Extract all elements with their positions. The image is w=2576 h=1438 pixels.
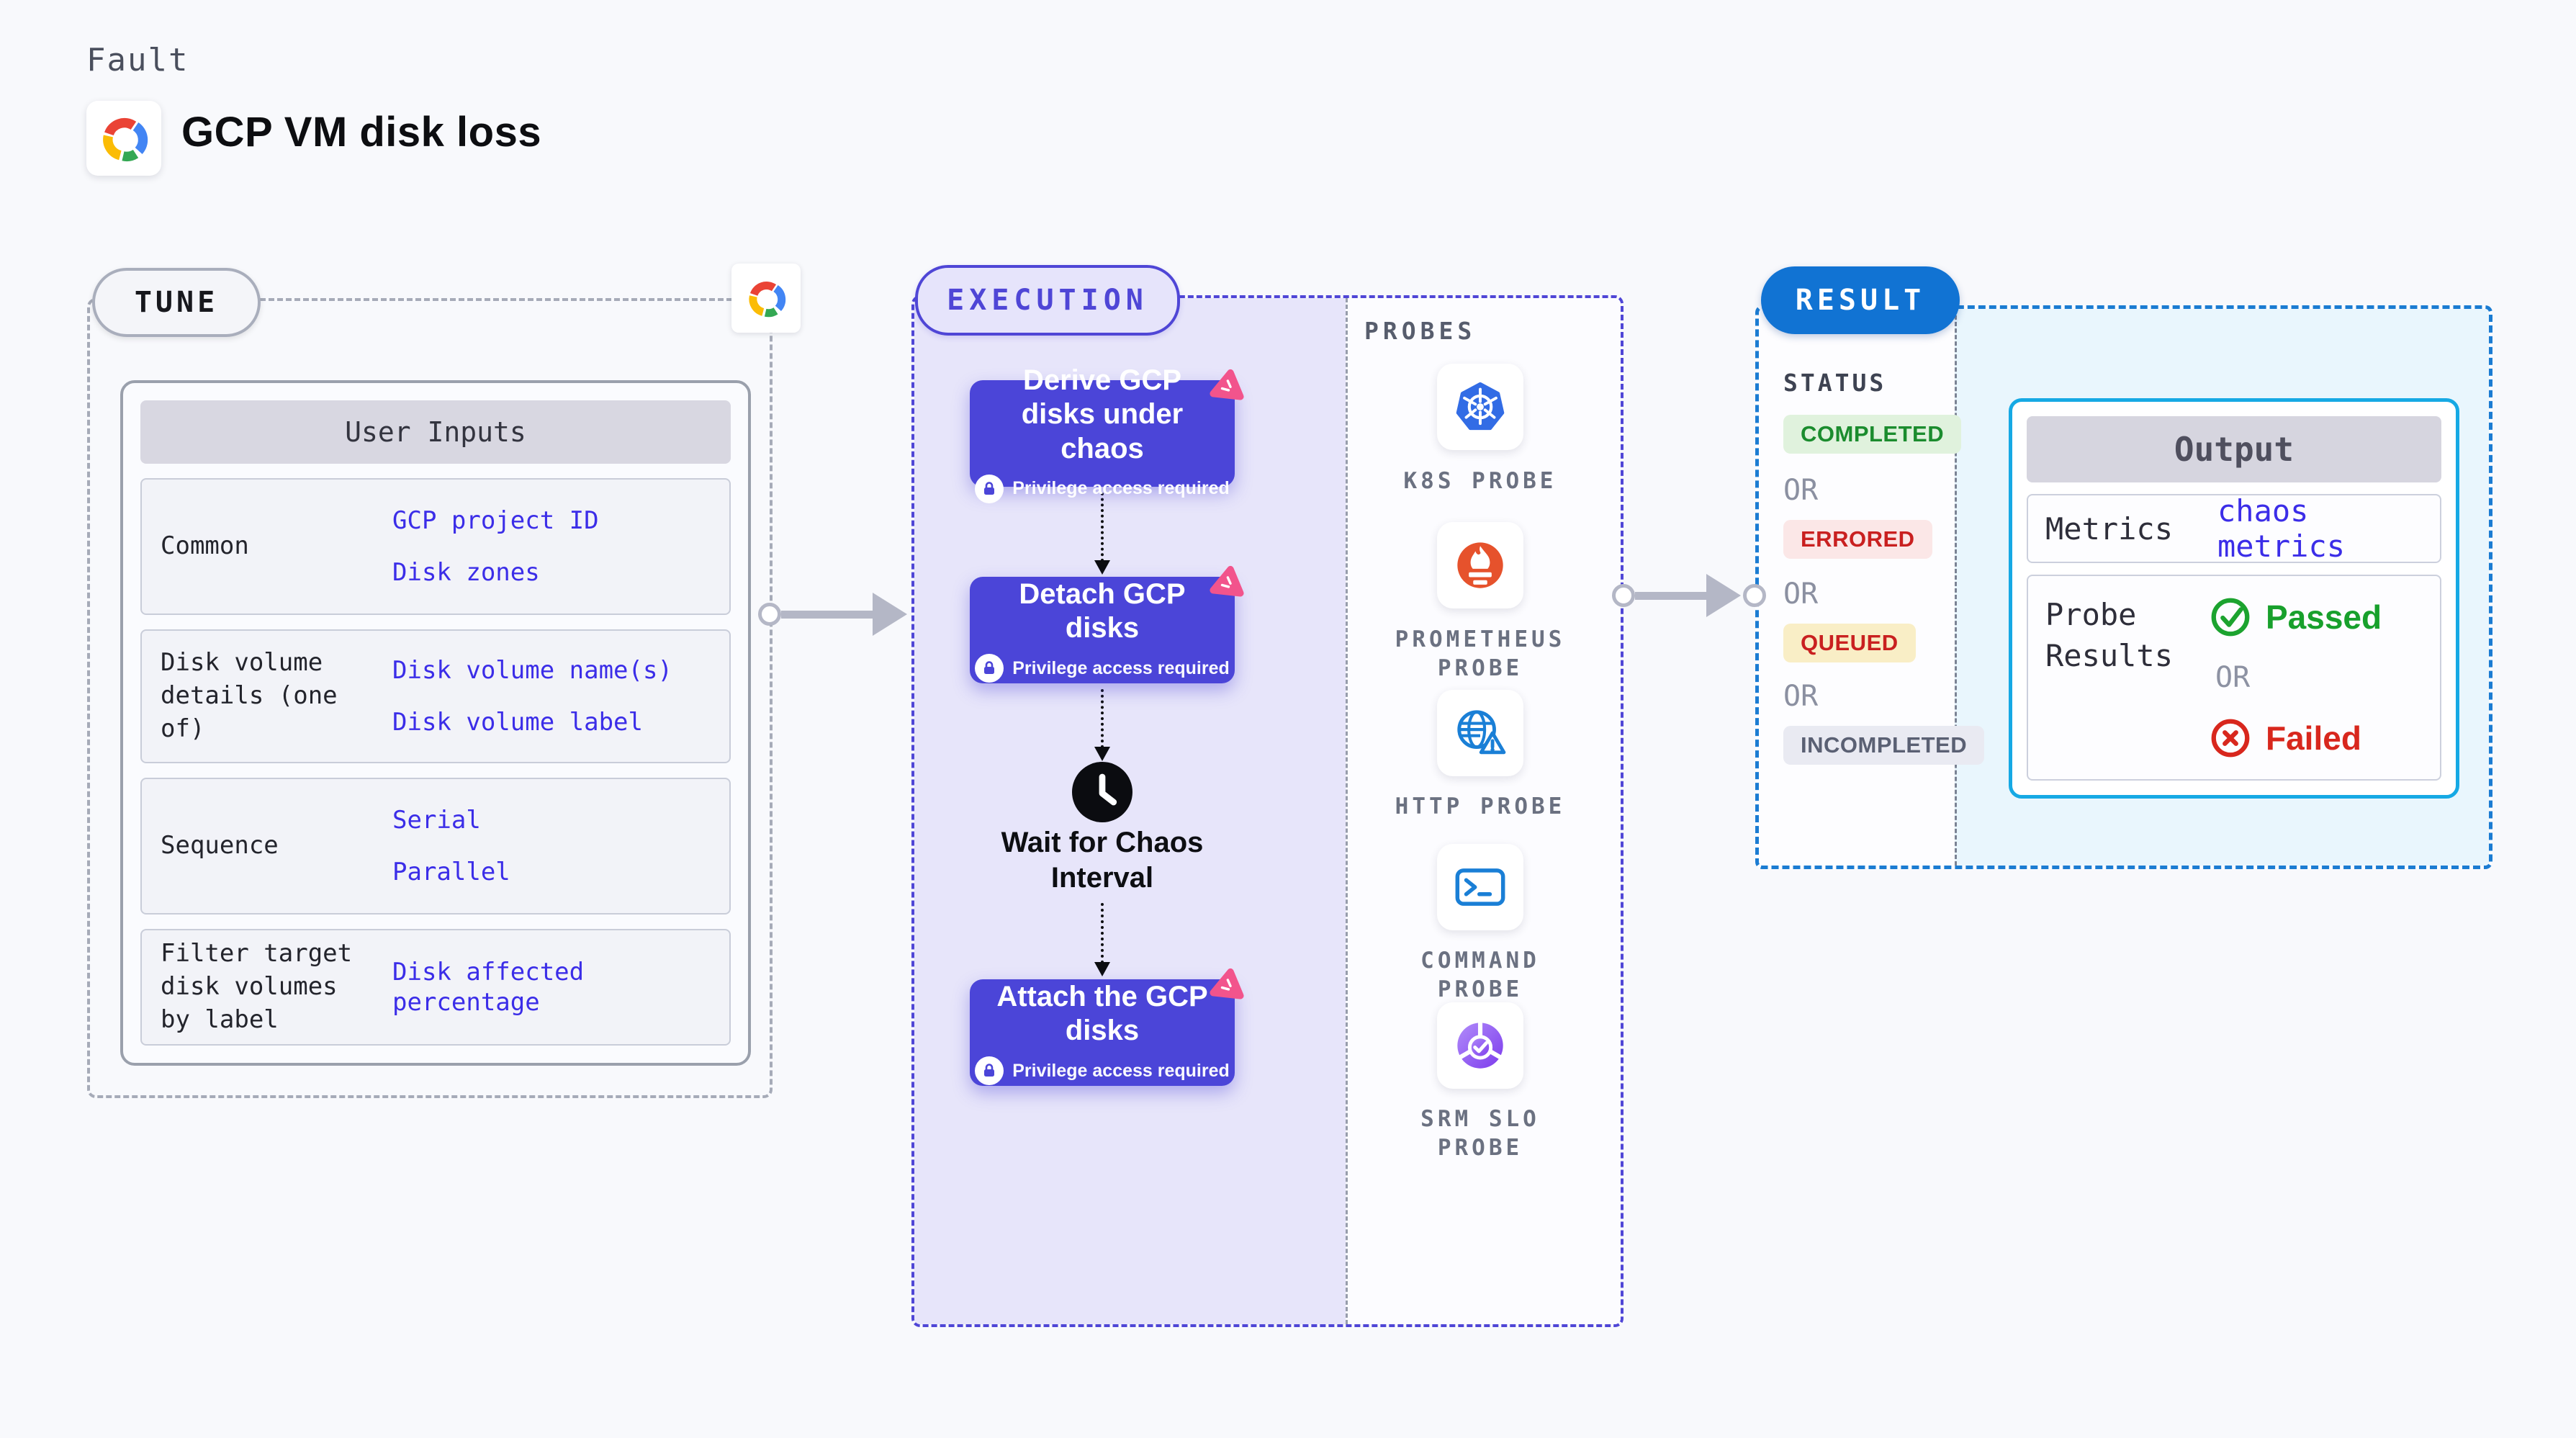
privilege-label: Privilege access required <box>1012 657 1230 678</box>
probe-results-label: Probe Results <box>2045 597 2174 673</box>
gcp-logo-mini-card <box>731 264 801 333</box>
or-separator: OR <box>1783 680 1819 713</box>
table-row-sequence: Sequence Serial Parallel <box>140 778 731 915</box>
status-badge-errored: ERRORED <box>1783 520 1932 559</box>
row-value: Serial <box>392 805 481 835</box>
srm-slo-icon <box>1452 1017 1508 1074</box>
connector-end-dot <box>1743 584 1766 607</box>
clock-icon <box>1072 762 1132 822</box>
flow-connector <box>1101 689 1104 748</box>
tune-section-box <box>87 298 773 1098</box>
status-title: STATUS <box>1783 369 1887 397</box>
table-row-common: Common GCP project ID Disk zones <box>140 478 731 615</box>
privilege-label: Privilege access required <box>1012 1060 1230 1081</box>
lock-icon <box>975 654 1004 683</box>
arrow-down-icon <box>1094 747 1110 761</box>
row-value: Disk volume label <box>392 708 643 737</box>
tune-badge: TUNE <box>92 268 261 337</box>
table-row-disk-volume-details: Disk volume details (one of) Disk volume… <box>140 629 731 763</box>
step-title: Attach the GCP disks <box>996 980 1208 1046</box>
passed-label: Passed <box>2266 598 2382 636</box>
gcp-cloud-icon <box>744 279 788 318</box>
privilege-row: Privilege access required <box>975 474 1230 503</box>
status-badge-queued: QUEUED <box>1783 624 1916 662</box>
step-title: Derive GCP disks under chaos <box>1021 364 1184 464</box>
status-badge-incompleted: INCOMPLETED <box>1783 726 1985 765</box>
execution-badge: EXECUTION <box>915 265 1180 336</box>
step-derive-gcp-disks: Derive GCP disks under chaos Privilege a… <box>970 364 1235 503</box>
chaos-icon <box>1206 962 1251 1007</box>
page-title: GCP VM disk loss <box>181 109 542 156</box>
row-value: Parallel <box>392 858 510 886</box>
passed-row: Passed <box>2208 595 2382 639</box>
connector-line <box>1635 592 1708 600</box>
privilege-row: Privilege access required <box>975 654 1230 683</box>
privilege-label: Privilege access required <box>1012 478 1230 499</box>
table-row-filter-target: Filter target disk volumes by label Disk… <box>140 929 731 1046</box>
prometheus-icon <box>1457 542 1503 588</box>
lock-icon <box>975 474 1004 503</box>
connector-line <box>781 611 873 619</box>
metrics-value: chaos metrics <box>2217 493 2346 564</box>
arrow-right-icon <box>873 593 907 636</box>
user-inputs-header: User Inputs <box>140 400 731 464</box>
probe-k8s <box>1437 364 1523 450</box>
chaos-icon <box>1206 363 1251 408</box>
chaos-icon <box>1206 560 1251 605</box>
probes-panel-background <box>1346 298 1621 1324</box>
row-value: GCP project ID <box>392 505 599 535</box>
result-badge: RESULT <box>1761 266 1960 334</box>
probes-panel-title: PROBES <box>1364 317 1477 345</box>
lock-icon <box>975 1056 1004 1086</box>
gcp-logo-card <box>86 101 161 176</box>
kubernetes-icon <box>1452 379 1508 435</box>
x-circle-icon <box>2208 716 2253 760</box>
or-separator: OR <box>2215 661 2251 694</box>
failed-row: Failed <box>2208 716 2382 760</box>
terminal-icon <box>1452 859 1508 915</box>
arrow-right-icon <box>1706 574 1741 617</box>
status-badge-completed: COMPLETED <box>1783 415 1962 454</box>
arrow-down-icon <box>1094 560 1110 575</box>
output-header: Output <box>2027 416 2441 482</box>
probe-http <box>1437 690 1523 776</box>
or-separator: OR <box>1783 474 1819 507</box>
row-value: Disk affected percentage <box>392 957 585 1017</box>
gcp-cloud-icon <box>96 114 151 162</box>
row-value: Disk zones <box>392 558 540 587</box>
probe-label: SRM SLO PROBE <box>1420 1106 1540 1161</box>
step-title: Detach GCP disks <box>1019 578 1186 644</box>
step-attach-gcp-disks: Attach the GCP disks Privilege access re… <box>970 979 1235 1086</box>
probe-command <box>1437 844 1523 930</box>
check-circle-icon <box>2208 595 2253 639</box>
or-separator: OR <box>1783 578 1819 611</box>
flow-connector <box>1101 903 1104 963</box>
probe-srm-slo <box>1437 1002 1523 1089</box>
user-inputs-table: User Inputs Common GCP project ID Disk z… <box>120 380 751 1066</box>
privilege-row: Privilege access required <box>975 1056 1230 1086</box>
fault-kicker: Fault <box>86 42 189 78</box>
row-label: Common <box>161 531 249 561</box>
row-label: Disk volume details (one of) <box>161 648 338 743</box>
probe-prometheus <box>1437 522 1523 608</box>
probe-label: PROMETHEUS PROBE <box>1395 626 1566 682</box>
probe-label: K8S PROBE <box>1403 468 1557 494</box>
probe-results-row: Probe Results Passed OR Failed <box>2027 575 2441 781</box>
probe-label: COMMAND PROBE <box>1420 948 1540 1003</box>
metrics-label: Metrics <box>2045 511 2174 547</box>
row-label: Sequence <box>161 831 279 860</box>
step-detach-gcp-disks: Detach GCP disks Privilege access requir… <box>970 577 1235 683</box>
output-card: Output Metrics chaos metrics Probe Resul… <box>2009 398 2459 799</box>
probe-label: HTTP PROBE <box>1395 794 1566 819</box>
wait-for-chaos-interval-label: Wait for Chaos Interval <box>1001 827 1204 894</box>
row-label: Filter target disk volumes by label <box>161 939 353 1034</box>
connector-start-dot <box>1612 584 1635 607</box>
connector-start-dot <box>758 603 781 626</box>
flow-connector <box>1101 493 1104 562</box>
metrics-row: Metrics chaos metrics <box>2027 493 2441 564</box>
http-globe-icon <box>1452 705 1508 761</box>
arrow-down-icon <box>1094 962 1110 976</box>
row-value: Disk volume name(s) <box>392 655 672 685</box>
failed-label: Failed <box>2266 719 2361 757</box>
